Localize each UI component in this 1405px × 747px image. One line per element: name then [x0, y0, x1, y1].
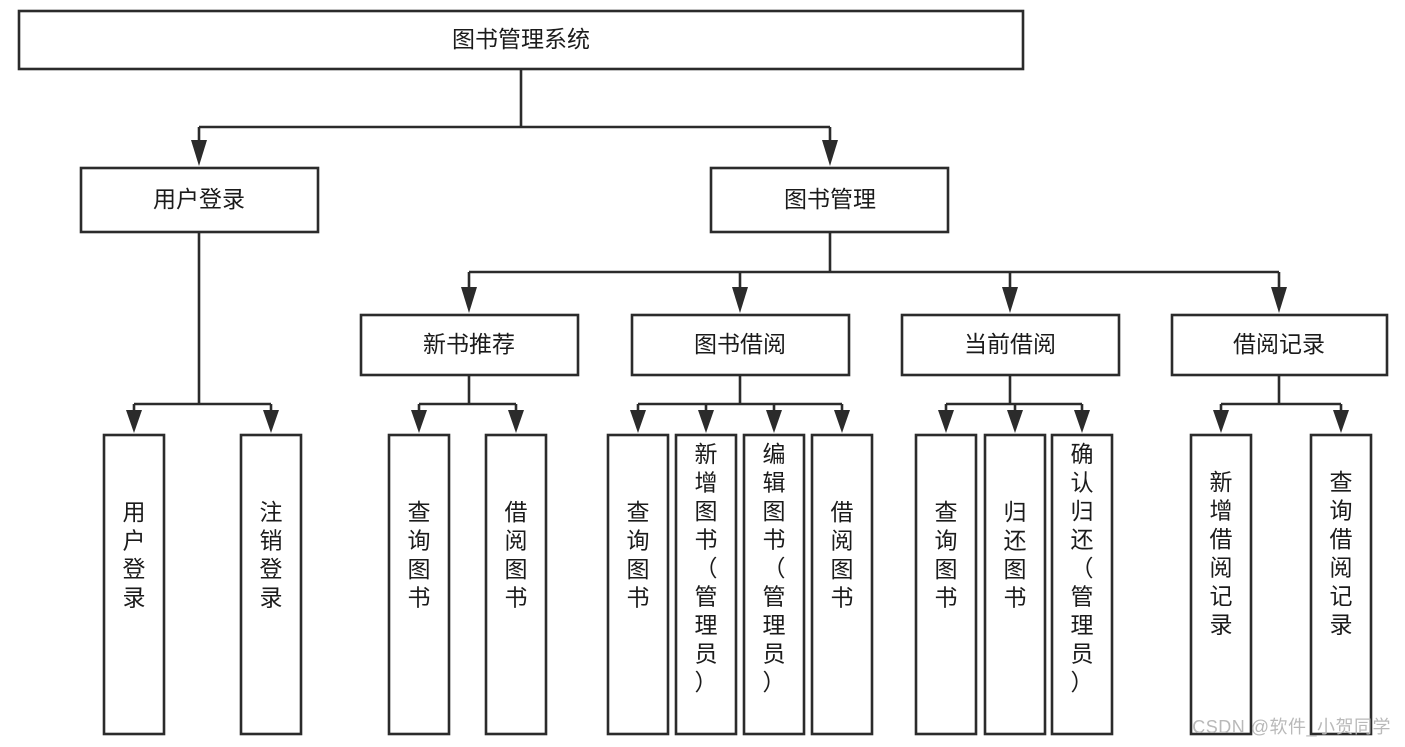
node-current-borrow-label: 当前借阅	[964, 331, 1056, 357]
node-root-system-box[interactable]	[17, 9, 1025, 71]
leaf-logout-box[interactable]	[239, 433, 303, 736]
node-root-system[interactable]: 图书管理系统	[17, 9, 1025, 71]
arrow-head-borrow	[732, 287, 748, 313]
leaf-query-book-newbook[interactable]: 查询图书	[387, 433, 451, 736]
arrow-head-leaf-borrow-book-2	[834, 410, 850, 433]
node-new-book-recommend-box[interactable]	[359, 313, 580, 377]
leaf-return-book-label: 归还图书	[1004, 499, 1027, 611]
arrow-head-book-mgmt	[822, 140, 838, 166]
leaf-return-book-box[interactable]	[983, 433, 1047, 736]
node-book-management-box[interactable]	[709, 166, 950, 234]
node-book-management-label: 图书管理	[784, 186, 876, 212]
arrow-head-leaf-user-login	[126, 410, 142, 433]
leaf-query-book-borrow-label: 查询图书	[627, 499, 650, 611]
node-book-borrow-box[interactable]	[630, 313, 851, 377]
leaf-add-book-admin[interactable]: 新增图书（管理员）	[674, 433, 738, 736]
arrow-head-records	[1271, 287, 1287, 313]
arrow-head-leaf-query-record	[1333, 410, 1349, 433]
arrow-head-newbook	[461, 287, 477, 313]
node-new-book-recommend-label: 新书推荐	[423, 331, 515, 357]
arrow-head-leaf-query-book-2	[630, 410, 646, 433]
arrow-head-current	[1002, 287, 1018, 313]
arrow-head-leaf-borrow-book-1	[508, 410, 524, 433]
node-root-system-label: 图书管理系统	[452, 26, 590, 52]
connector-group-root	[191, 69, 838, 166]
connector-group-book-management	[461, 232, 1287, 313]
connector-group-current-borrow	[938, 375, 1090, 433]
leaf-borrow-book-borrow[interactable]: 借阅图书	[810, 433, 874, 736]
node-user-login-box[interactable]	[79, 166, 320, 234]
arrow-head-leaf-logout	[263, 410, 279, 433]
leaf-add-book-admin-box[interactable]	[674, 433, 738, 736]
leaf-borrow-book-newbook-label: 借阅图书	[505, 499, 528, 611]
leaf-confirm-return-admin[interactable]: 确认归还（管理员）	[1050, 433, 1114, 736]
leaf-query-book-current[interactable]: 查询图书	[914, 433, 978, 736]
leaf-edit-book-admin-label: 编辑图书（管理员）	[763, 441, 786, 695]
node-user-login-label: 用户登录	[153, 186, 245, 212]
leaf-query-book-borrow[interactable]: 查询图书	[606, 433, 670, 736]
node-book-borrow-label: 图书借阅	[694, 331, 786, 357]
arrow-head-leaf-query-book-1	[411, 410, 427, 433]
leaf-add-book-admin-label: 新增图书（管理员）	[695, 441, 718, 695]
arrow-head-leaf-query-book-3	[938, 410, 954, 433]
arrow-head-leaf-add-book	[698, 410, 714, 433]
node-current-borrow[interactable]: 当前借阅	[900, 313, 1121, 377]
leaf-logout-label: 注销登录	[260, 499, 283, 611]
leaf-logout[interactable]: 注销登录	[239, 433, 303, 736]
leaf-query-book-newbook-box[interactable]	[387, 433, 451, 736]
leaf-user-login-label: 用户登录	[123, 499, 146, 611]
arrow-head-leaf-return-book	[1007, 410, 1023, 433]
csdn-watermark: CSDN @软件_小贺同学	[1192, 717, 1391, 737]
leaf-borrow-book-newbook-box[interactable]	[484, 433, 548, 736]
connector-group-new-book	[411, 375, 524, 433]
leaf-borrow-book-borrow-box[interactable]	[810, 433, 874, 736]
leaf-user-login-box[interactable]	[102, 433, 166, 736]
leaf-add-borrow-record[interactable]: 新增借阅记录	[1189, 433, 1253, 736]
node-book-management[interactable]: 图书管理	[709, 166, 950, 234]
arrow-head-user-login	[191, 140, 207, 166]
node-current-borrow-box[interactable]	[900, 313, 1121, 377]
connector-group-book-borrow	[630, 375, 850, 433]
leaf-borrow-book-newbook[interactable]: 借阅图书	[484, 433, 548, 736]
node-borrow-records[interactable]: 借阅记录	[1170, 313, 1389, 377]
leaf-query-borrow-record-box[interactable]	[1309, 433, 1373, 736]
leaf-confirm-return-admin-label: 确认归还（管理员）	[1071, 441, 1094, 695]
arrow-head-leaf-edit-book	[766, 410, 782, 433]
leaf-add-borrow-record-label: 新增借阅记录	[1210, 469, 1233, 638]
node-borrow-records-label: 借阅记录	[1233, 331, 1325, 357]
leaf-query-borrow-record-label: 查询借阅记录	[1330, 469, 1353, 638]
arrow-head-leaf-confirm-return	[1074, 410, 1090, 433]
leaf-query-book-borrow-box[interactable]	[606, 433, 670, 736]
leaf-confirm-return-admin-box[interactable]	[1050, 433, 1114, 736]
leaf-query-borrow-record[interactable]: 查询借阅记录	[1309, 433, 1373, 736]
node-book-borrow[interactable]: 图书借阅	[630, 313, 851, 377]
leaf-query-book-current-label: 查询图书	[935, 499, 958, 611]
node-borrow-records-box[interactable]	[1170, 313, 1389, 377]
leaf-return-book[interactable]: 归还图书	[983, 433, 1047, 736]
leaf-edit-book-admin[interactable]: 编辑图书（管理员）	[742, 433, 806, 736]
leaf-add-borrow-record-box[interactable]	[1189, 433, 1253, 736]
node-user-login[interactable]: 用户登录	[79, 166, 320, 234]
leaf-user-login[interactable]: 用户登录	[102, 433, 166, 736]
node-new-book-recommend[interactable]: 新书推荐	[359, 313, 580, 377]
arrow-head-leaf-add-record	[1213, 410, 1229, 433]
leaf-query-book-newbook-label: 查询图书	[408, 499, 431, 611]
leaf-query-book-current-box[interactable]	[914, 433, 978, 736]
leaf-borrow-book-borrow-label: 借阅图书	[831, 499, 854, 611]
leaf-edit-book-admin-box[interactable]	[742, 433, 806, 736]
connector-group-user-login	[126, 232, 279, 433]
connector-group-borrow-records	[1213, 375, 1349, 433]
